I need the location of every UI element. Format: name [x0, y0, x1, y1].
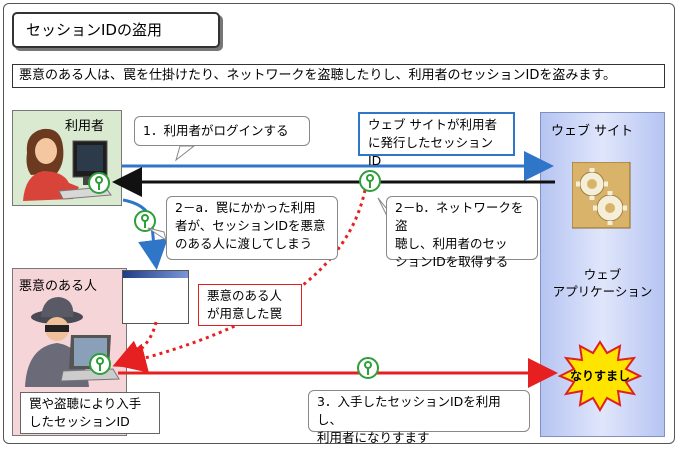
callout-step3-line2: 利用者になりすます — [317, 430, 430, 445]
callout-step2a-line1: 2－a．罠にかかった利用 — [175, 200, 316, 215]
trap-to-attacker-arrow — [112, 321, 158, 369]
callout-step3-line1: 3．入手したセッションIDを利用し、 — [317, 394, 501, 427]
key-icon — [359, 170, 381, 192]
callout-trap-line1: 悪意のある人 — [207, 288, 283, 303]
web-app-label: ウェブ アプリケーション — [540, 266, 665, 300]
user-region: 利用者 — [12, 110, 122, 206]
gears-app-icon — [572, 162, 631, 229]
page-title: セッションIDの盗用 — [12, 12, 220, 48]
callout-step2a-line2: 者が、セッションIDを悪意 — [175, 218, 326, 233]
callout-session-issued: ウェブ サイトが利用者 に発行したセッションID — [358, 112, 515, 168]
callout-obtained-line2: したセッションID — [29, 414, 130, 429]
callout-session-issued-line1: ウェブ サイトが利用者 — [368, 117, 497, 132]
callout-step2b-line3: ションIDを取得する — [395, 254, 509, 269]
user-at-computer-icon — [23, 128, 112, 201]
key-icon — [134, 210, 156, 232]
callout-step2a: 2－a．罠にかかった利用 者が、セッションIDを悪意 のある人に渡してしまう — [166, 196, 338, 260]
callout-step2b-line2: 聴し、利用者のセッ — [395, 236, 508, 251]
user-label: 利用者 — [65, 119, 105, 134]
callout-trap: 悪意のある人 が用意した罠 — [198, 284, 302, 326]
description-text: 悪意のある人は、罠を仕掛けたり、ネットワークを盗聴したりし、利用者のセッションI… — [12, 64, 665, 88]
callout-step1: 1．利用者がログインする — [134, 116, 310, 146]
callout-step2a-line3: のある人に渡してしまう — [175, 236, 313, 251]
web-app-label-line2: アプリケーション — [552, 284, 653, 299]
impersonation-starburst — [557, 340, 643, 412]
callout-step2b: 2－b．ネットワークを盗 聴し、利用者のセッ ションIDを取得する — [386, 196, 538, 269]
trap-window-titlebar — [123, 271, 188, 278]
callout-obtained-line1: 罠や盗聴により入手 — [29, 396, 142, 411]
trap-window — [122, 270, 189, 324]
website-label: ウェブ サイト — [551, 124, 634, 139]
key-icon — [88, 172, 110, 194]
callout-session-issued-line2: に発行したセッションID — [368, 135, 494, 168]
attacker-label: 悪意のある人 — [19, 279, 98, 294]
user-to-trap-arrow — [122, 198, 168, 270]
web-app-label-line1: ウェブ — [583, 267, 622, 282]
callout-obtained: 罠や盗聴により入手 したセッションID — [20, 392, 160, 434]
key-icon — [89, 353, 111, 375]
callout-step2b-line1: 2－b．ネットワークを盗 — [395, 200, 524, 233]
callout-trap-line2: が用意した罠 — [207, 306, 283, 321]
callout-step3: 3．入手したセッションIDを利用し、 利用者になりすます — [308, 390, 530, 445]
key-icon — [357, 357, 379, 379]
impersonation-badge: なりすまし — [569, 369, 630, 383]
